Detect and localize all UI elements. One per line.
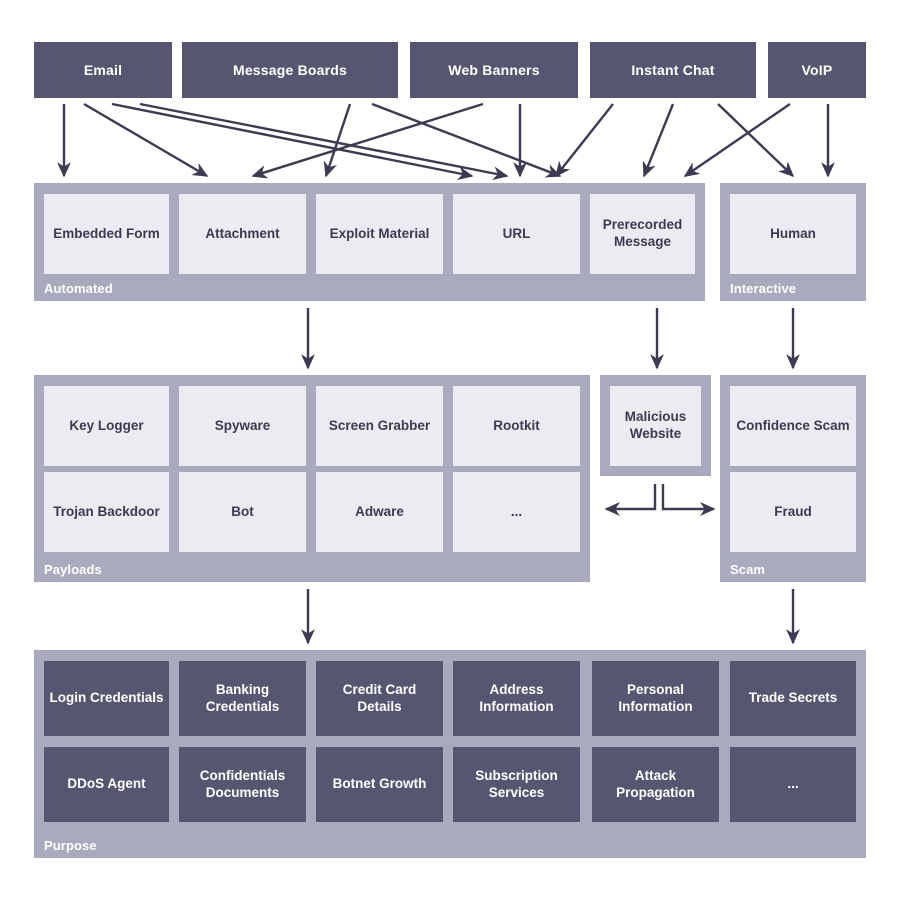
connector-channel-to-vector — [642, 103, 675, 178]
item-box[interactable]: DDoS Agent — [44, 747, 169, 822]
group-label: Automated — [44, 281, 113, 296]
connector-channel-to-vector — [555, 103, 614, 178]
channel-box[interactable]: Instant Chat — [590, 42, 756, 98]
item-box[interactable]: Credit Card Details — [316, 661, 443, 736]
item-box[interactable]: Banking Credentials — [179, 661, 306, 736]
connector-channel-to-vector — [323, 103, 352, 178]
item-box[interactable]: Fraud — [730, 472, 856, 552]
item-box[interactable]: URL — [453, 194, 580, 274]
item-box[interactable]: Subscription Services — [453, 747, 580, 822]
item-box[interactable]: Key Logger — [44, 386, 169, 466]
connector-channel-to-vector — [717, 103, 795, 177]
channel-box[interactable]: Web Banners — [410, 42, 578, 98]
group-label: Purpose — [44, 838, 97, 853]
item-box[interactable]: ... — [730, 747, 856, 822]
connector-malicious-website-left — [604, 484, 657, 516]
connector-malicious-website-right — [661, 484, 716, 516]
channel-box[interactable]: VoIP — [768, 42, 866, 98]
item-box[interactable]: Confidence Scam — [730, 386, 856, 466]
item-box[interactable]: Malicious Website — [610, 386, 701, 466]
item-box[interactable]: Human — [730, 194, 856, 274]
item-box[interactable]: Bot — [179, 472, 306, 552]
item-box[interactable]: Adware — [316, 472, 443, 552]
item-box[interactable]: Embedded Form — [44, 194, 169, 274]
item-box[interactable]: Rootkit — [453, 386, 580, 466]
item-box[interactable]: Login Credentials — [44, 661, 169, 736]
item-box[interactable]: Trojan Backdoor — [44, 472, 169, 552]
connector-channel-to-vector — [683, 103, 791, 177]
channel-box[interactable]: Message Boards — [182, 42, 398, 98]
item-box[interactable]: Attack Propagation — [592, 747, 719, 822]
item-box[interactable]: Personal Information — [592, 661, 719, 736]
item-box[interactable]: Prerecorded Message — [590, 194, 695, 274]
item-box[interactable]: Confidentials Documents — [179, 747, 306, 822]
group-label: Payloads — [44, 562, 102, 577]
item-box[interactable]: Screen Grabber — [316, 386, 443, 466]
channel-box[interactable]: Email — [34, 42, 172, 98]
connector-channel-to-vector — [139, 102, 509, 181]
group-band: Purpose — [34, 650, 866, 858]
item-box[interactable]: Spyware — [179, 386, 306, 466]
item-box[interactable]: Exploit Material — [316, 194, 443, 274]
item-box[interactable]: ... — [453, 472, 580, 552]
connector-channel-to-vector — [83, 102, 209, 178]
group-label: Scam — [730, 562, 766, 577]
connector-channel-to-vector — [111, 102, 474, 181]
item-box[interactable]: Botnet Growth — [316, 747, 443, 822]
connector-channel-to-vector — [251, 102, 484, 179]
item-box[interactable]: Address Information — [453, 661, 580, 736]
item-box[interactable]: Trade Secrets — [730, 661, 856, 736]
item-box[interactable]: Attachment — [179, 194, 306, 274]
group-label: Interactive — [730, 281, 797, 296]
connector-channel-to-vector — [371, 102, 562, 178]
